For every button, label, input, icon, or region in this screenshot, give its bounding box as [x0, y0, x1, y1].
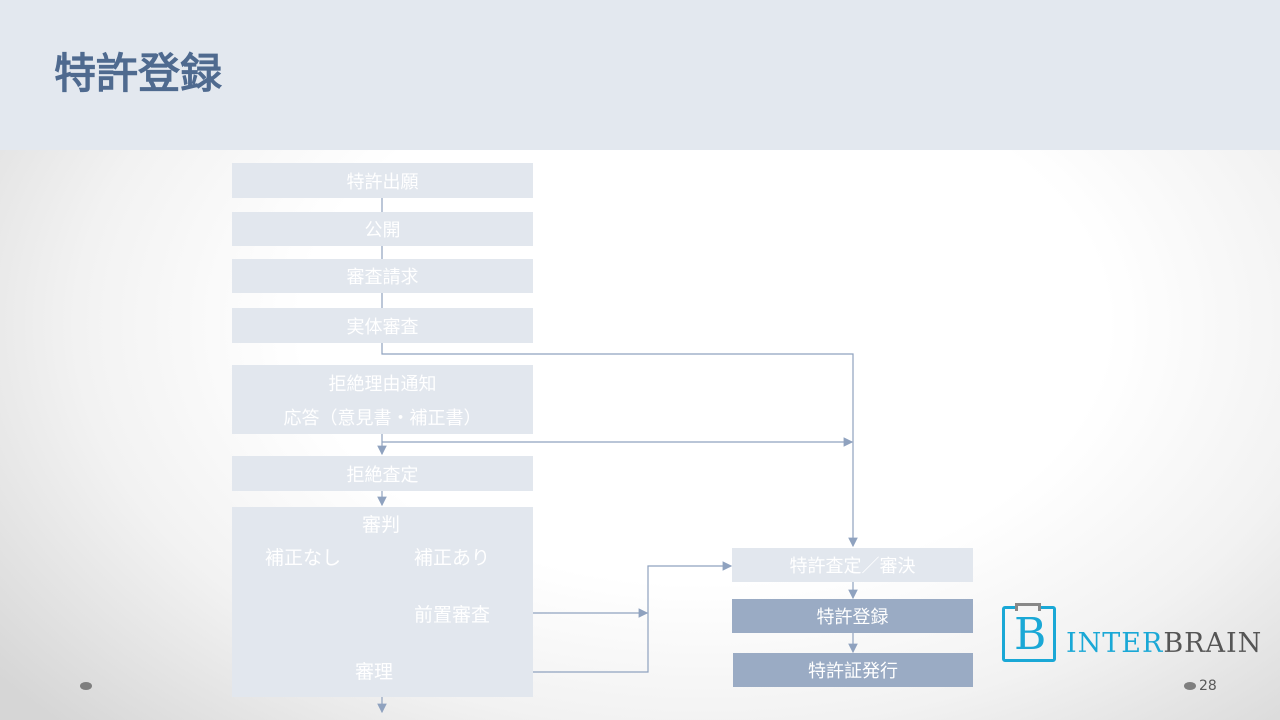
step-grant-decision: 特許査定／審決 — [732, 548, 973, 582]
appeal-label: 審判 — [362, 514, 401, 536]
step-registration: 特許登録 — [732, 599, 973, 633]
brand-name: INTERBRAIN — [1066, 628, 1262, 659]
brand-part1: INTER — [1066, 628, 1164, 659]
step-publication: 公開 — [232, 212, 533, 246]
connector-to-grant — [381, 343, 858, 548]
trial-label: 審理 — [355, 661, 394, 683]
bullet-dot-right — [1184, 682, 1196, 690]
step-rejection-decision: 拒絶査定 — [232, 456, 533, 491]
bullet-dot-left — [80, 682, 92, 690]
rejection-notice-label: 拒絶理由通知 — [328, 373, 437, 395]
interbrain-logo-icon: B — [1002, 603, 1056, 662]
step-exam-request: 審査請求 — [232, 259, 533, 293]
step-substantive-exam: 実体審査 — [232, 308, 533, 343]
no-amendment-label: 補正なし — [265, 547, 342, 569]
response-label: 応答（意見書・補正書） — [283, 407, 482, 429]
page-title: 特許登録 — [54, 49, 223, 98]
header-band — [0, 0, 1280, 150]
step-appeal-box — [232, 507, 533, 697]
pre-exam-label: 前置審査 — [414, 604, 491, 626]
step-certificate: 特許証発行 — [733, 653, 973, 687]
brand-part2: BRAIN — [1163, 628, 1263, 659]
step-application: 特許出願 — [232, 163, 533, 198]
page-number: 28 — [1199, 678, 1217, 694]
step-rejection-notice: 拒絶理由通知 応答（意見書・補正書） — [232, 365, 533, 434]
with-amendment-label: 補正あり — [414, 547, 491, 569]
